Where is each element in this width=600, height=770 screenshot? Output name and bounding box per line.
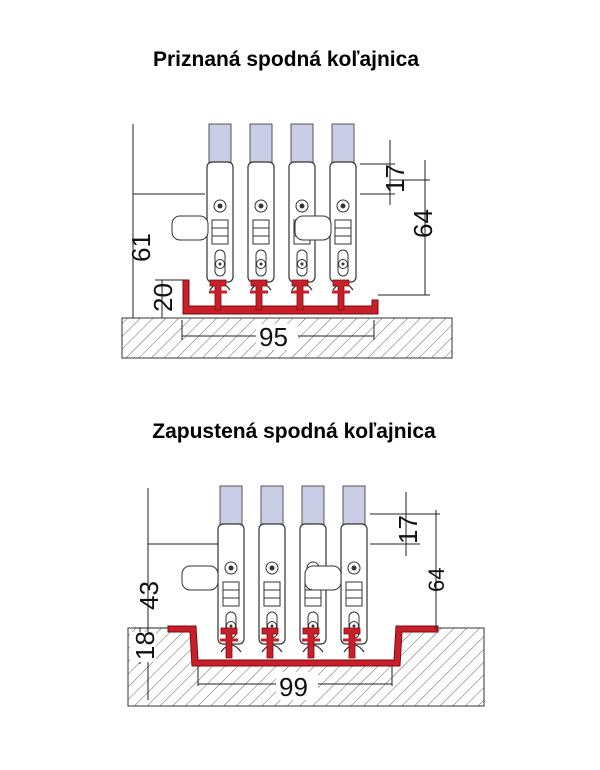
carriage-unit bbox=[258, 485, 286, 653]
dim-label-bg bbox=[256, 324, 298, 350]
handle bbox=[304, 565, 342, 591]
carriage-unit bbox=[206, 123, 234, 291]
carriage-unit bbox=[329, 123, 357, 291]
surface-rail bbox=[182, 278, 379, 315]
dim-bracket-height: 64 bbox=[408, 209, 438, 238]
diagram-recessed-rail: 43 18 99 17 64 bbox=[127, 485, 485, 707]
dim-height-total: 61 bbox=[126, 233, 156, 262]
carriage-unit bbox=[247, 123, 275, 291]
dim-width: 99 bbox=[279, 672, 308, 702]
diagram-surface-rail: 61 20 95 17 64 bbox=[121, 123, 453, 359]
diagram-title-surface-rail: Priznaná spodná koľajnica bbox=[153, 48, 419, 71]
dim-top-offset: 17 bbox=[393, 515, 423, 544]
handle bbox=[181, 565, 219, 591]
diagram-title-recessed-rail: Zapustená spodná koľajnica bbox=[152, 420, 436, 443]
carriage-unit bbox=[340, 485, 368, 653]
carriage-unit bbox=[217, 485, 245, 653]
handle bbox=[294, 215, 332, 241]
dim-rail-height: 18 bbox=[130, 631, 160, 660]
dim-width: 95 bbox=[259, 322, 288, 352]
recessed-rail bbox=[167, 625, 439, 667]
dim-top-offset: 17 bbox=[380, 164, 410, 193]
carriage-unit bbox=[288, 123, 316, 291]
handle bbox=[171, 215, 209, 241]
dim-rail-height: 20 bbox=[148, 283, 178, 312]
dim-label-bg bbox=[276, 672, 318, 700]
dim-label-bg bbox=[130, 632, 156, 662]
dim-bracket-height: 64 bbox=[424, 568, 449, 592]
dim-height-total: 43 bbox=[134, 581, 164, 610]
